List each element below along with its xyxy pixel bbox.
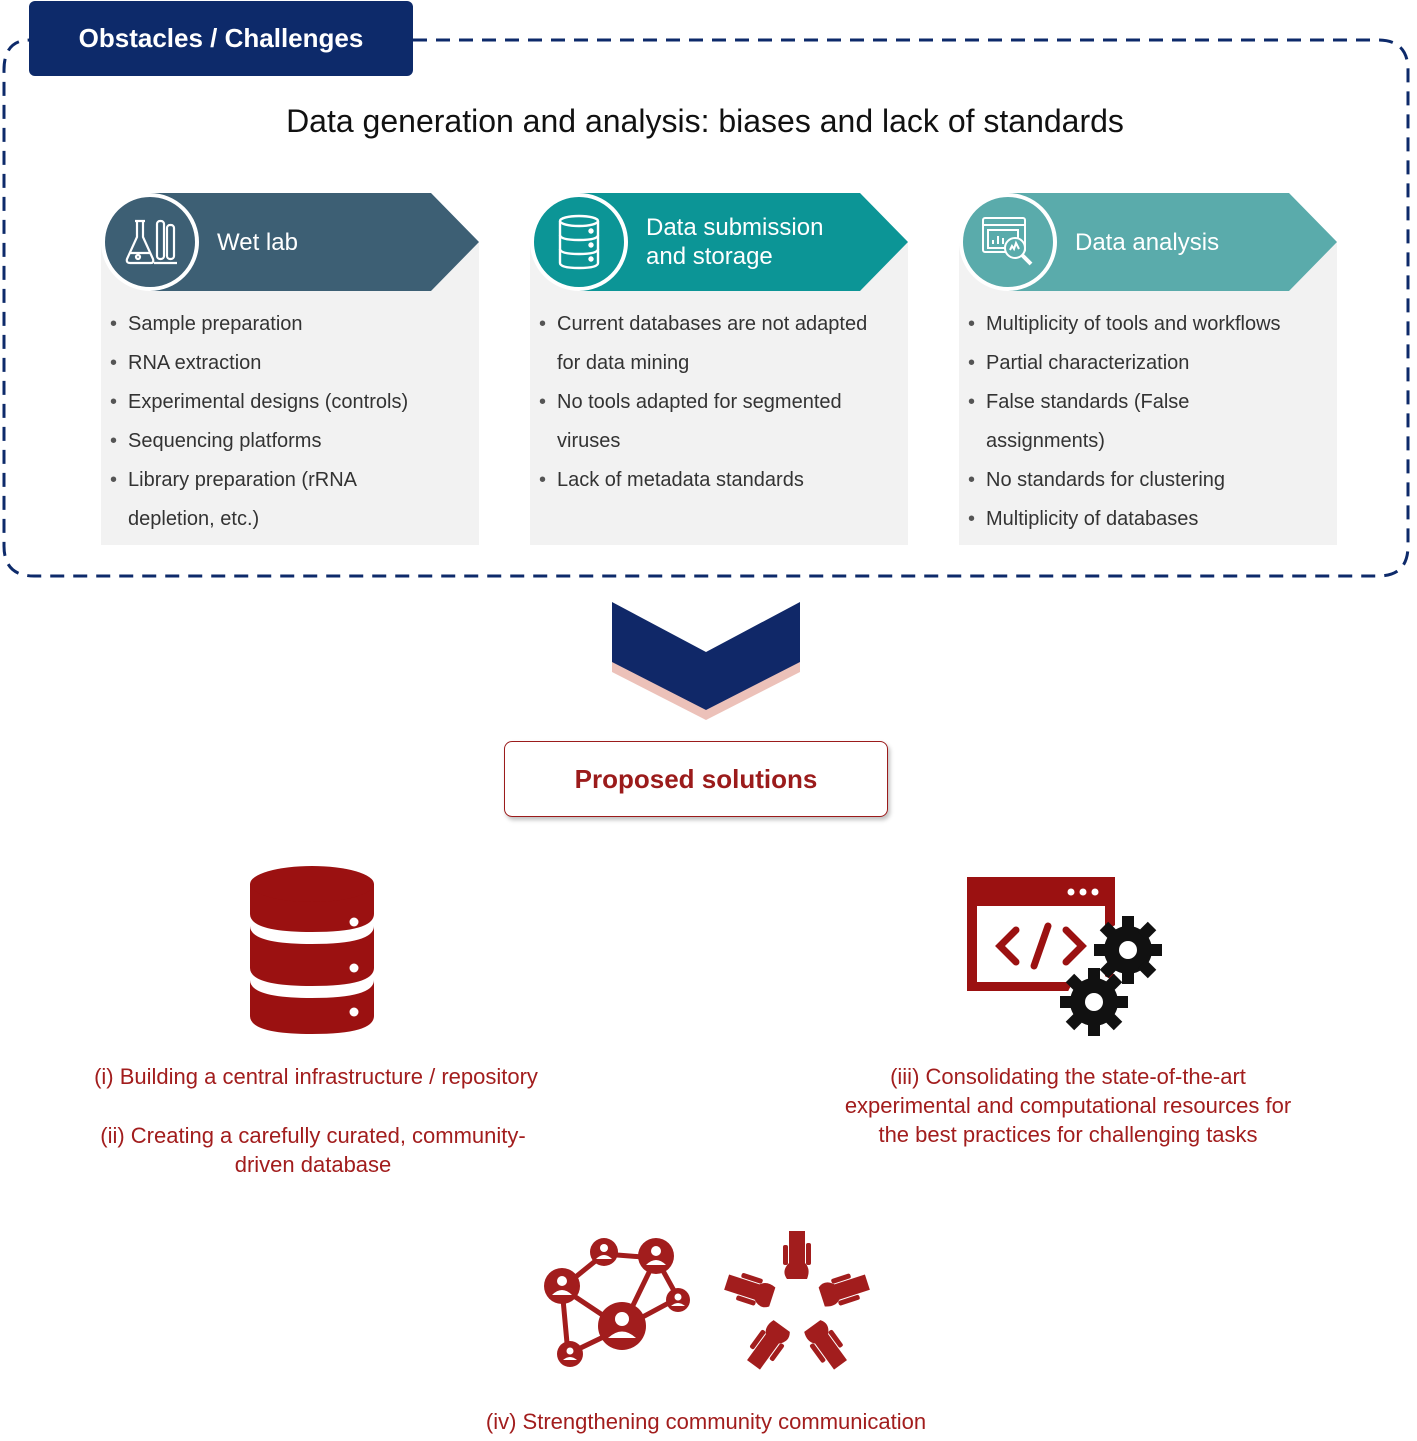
database-icon — [530, 193, 628, 291]
card-wet-lab: Wet lab Sample preparation RNA extractio… — [101, 193, 479, 545]
obstacles-dashed-frame — [2, 38, 1410, 578]
people-network-icon — [544, 1238, 690, 1367]
card-title: Data submission and storage — [646, 193, 896, 291]
card-bullet-list: Current databases are not adapted for da… — [530, 305, 900, 500]
chevron-down-icon — [612, 602, 800, 720]
text-line: (ii) Creating a carefully curated, commu… — [100, 1123, 526, 1148]
text-line: experimental and computational resources… — [844, 1093, 1292, 1118]
text-line: (iii) Consolidating the state-of-the-art — [890, 1064, 1246, 1089]
card-title-line: and storage — [646, 243, 773, 270]
list-item: Current databases are not adapted — [530, 305, 900, 344]
solution-iv-text: (iv) Strengthening community communicati… — [485, 1409, 927, 1434]
card-title: Data analysis — [1075, 228, 1220, 256]
list-item: Experimental designs (controls) — [101, 383, 471, 422]
card-banner — [1008, 193, 1337, 291]
list-item-continuation: for data mining — [557, 352, 690, 374]
list-item-continuation: depletion, etc.) — [128, 508, 260, 530]
solution-ii-text: (ii) Creating a carefully curated, commu… — [40, 1121, 586, 1179]
hands-together-icon — [724, 1231, 870, 1370]
list-item: Sequencing platforms — [101, 422, 471, 461]
obstacles-title: Data generation and analysis: biases and… — [286, 103, 1124, 139]
list-item: Partial characterization — [959, 344, 1329, 383]
data-analysis-icon — [959, 193, 1057, 291]
list-item: Multiplicity of databases — [959, 500, 1329, 539]
proposed-solutions-header: Proposed solutions — [504, 741, 888, 817]
list-item-continuation: viruses — [557, 430, 621, 452]
list-item: No standards for clustering — [959, 461, 1329, 500]
solution-iii-text: (iii) Consolidating the state-of-the-art… — [800, 1062, 1336, 1149]
text-line: the best practices for challenging tasks — [878, 1122, 1258, 1147]
code-settings-icon — [967, 877, 1162, 1036]
card-banner — [579, 193, 908, 291]
list-item-continuation: assignments) — [986, 430, 1105, 452]
list-item: Sample preparation — [101, 305, 471, 344]
card-title-line: Data submission — [646, 214, 824, 241]
card-bullet-list: Sample preparation RNA extraction Experi… — [101, 305, 471, 539]
list-item: Library preparation (rRNA — [101, 461, 471, 500]
card-data-analysis: Data analysis Multiplicity of tools and … — [959, 193, 1337, 545]
text-line: driven database — [234, 1152, 392, 1177]
card-title: Wet lab — [217, 228, 298, 256]
card-banner — [150, 193, 479, 291]
card-bullet-list: Multiplicity of tools and workflows Part… — [959, 305, 1329, 539]
lab-flask-icon — [101, 193, 199, 291]
list-item: Lack of metadata standards — [530, 461, 900, 500]
list-item: RNA extraction — [101, 344, 471, 383]
solution-i-text: (i) Building a central infrastructure / … — [94, 1064, 538, 1089]
obstacles-header: Obstacles / Challenges — [29, 1, 413, 76]
database-stack-icon — [250, 866, 374, 1034]
card-data-submission: Data submission and storage Current data… — [530, 193, 908, 545]
list-item: Multiplicity of tools and workflows — [959, 305, 1329, 344]
list-item: False standards (False — [959, 383, 1329, 422]
list-item: No tools adapted for segmented — [530, 383, 900, 422]
